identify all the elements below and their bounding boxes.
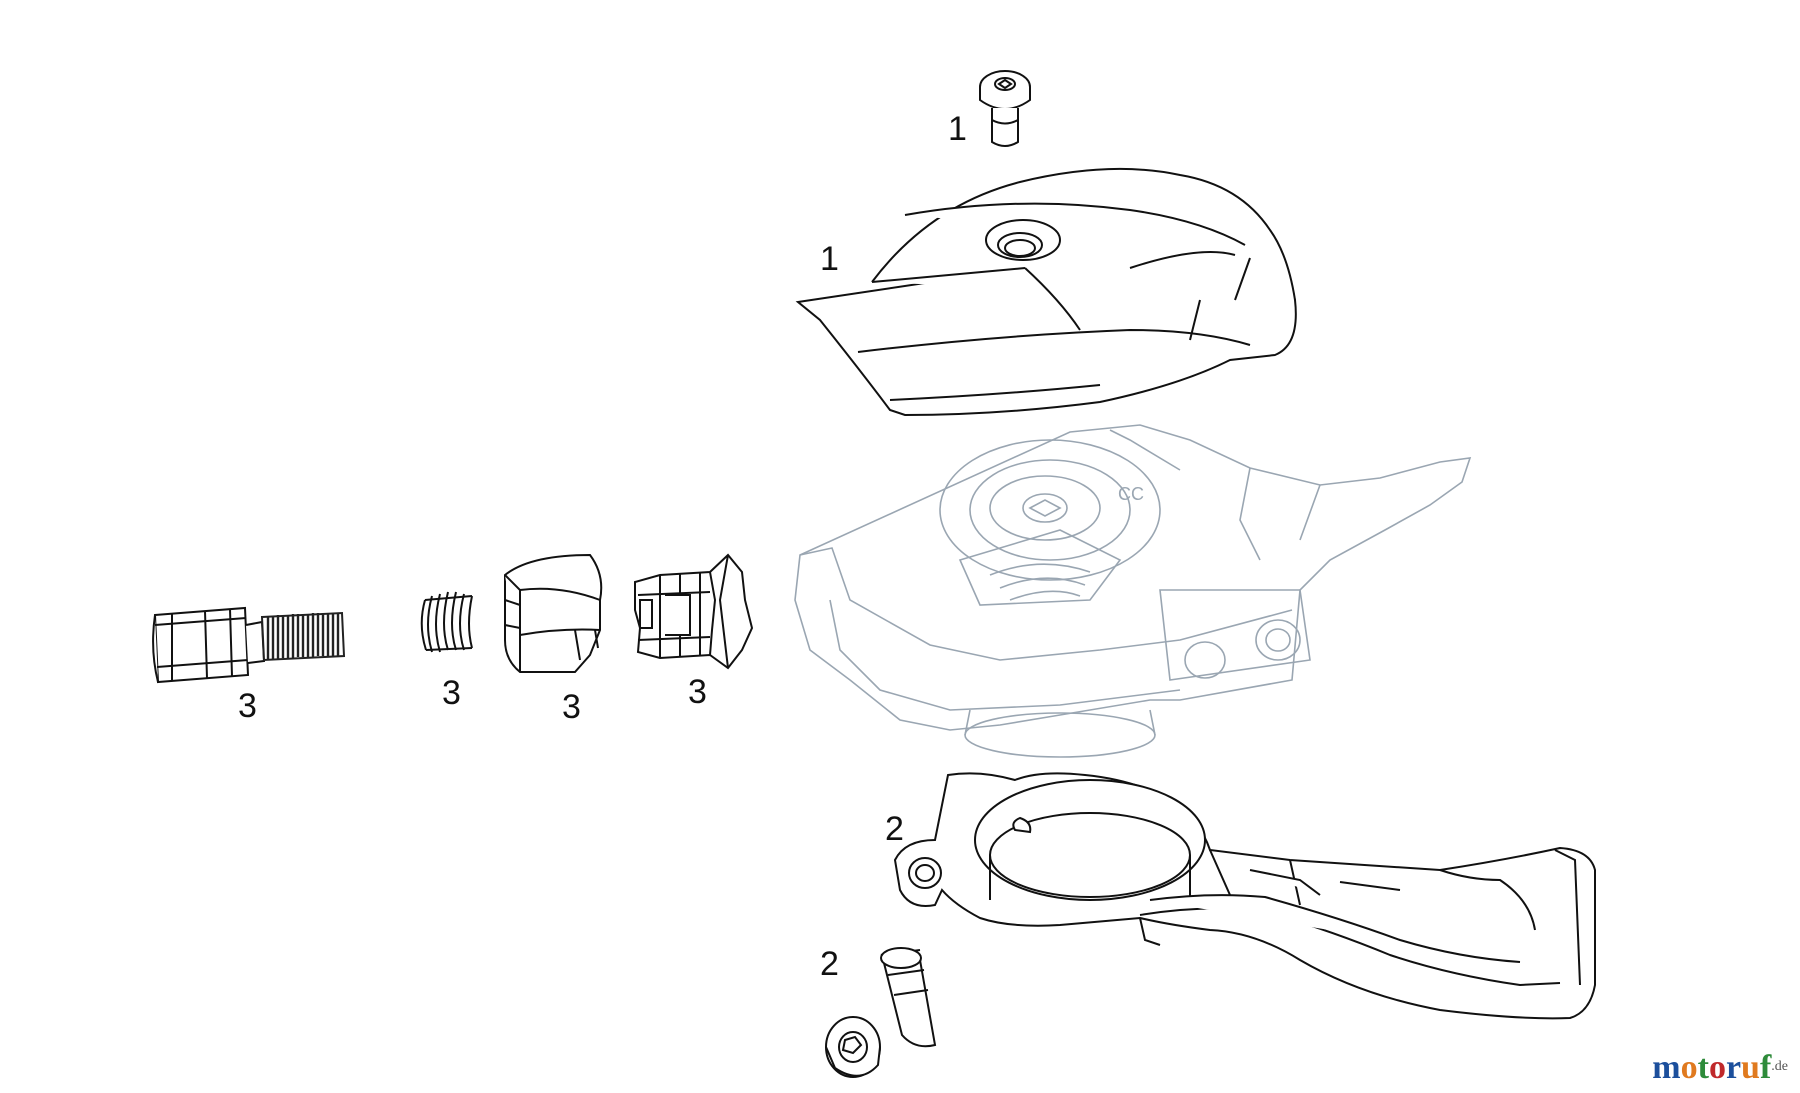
callout-2-bolt: 2: [820, 945, 839, 983]
barrel-adjuster-screw: [152, 606, 346, 684]
top-cover: [795, 167, 1297, 417]
clamp-lever: [893, 772, 1596, 1020]
callout-1-screw: 1: [948, 110, 967, 148]
svg-text:CC: CC: [1118, 484, 1144, 504]
callout-3-barrel: 3: [238, 687, 257, 725]
watermark-letter: u: [1741, 1049, 1760, 1086]
watermark-letter: t: [1697, 1049, 1709, 1086]
callout-1-cover: 1: [820, 240, 839, 278]
cover-screw: [979, 70, 1031, 147]
callout-3-cap: 3: [562, 688, 581, 726]
watermark-letter: f: [1759, 1049, 1772, 1086]
callout-3-spring: 3: [442, 674, 461, 712]
callout-labels: 1 1 2 2 3 3 3 3: [238, 110, 967, 983]
watermark-logo: motoruf.de: [1652, 1049, 1788, 1087]
thread-coils: [260, 611, 346, 662]
watermark-letter: r: [1725, 1049, 1742, 1086]
watermark-suffix: .de: [1771, 1059, 1788, 1074]
watermark-letter: o: [1680, 1049, 1698, 1086]
adjuster-housing: [634, 553, 754, 670]
watermark-letter: m: [1652, 1049, 1681, 1086]
clamp-bolt: [825, 947, 937, 1078]
watermark-letters: motoruf: [1652, 1049, 1771, 1086]
spring: [420, 591, 473, 653]
watermark-letter: o: [1708, 1049, 1726, 1086]
callout-3-housing: 3: [688, 673, 707, 711]
adjuster-cap: [504, 553, 603, 673]
shifter-body-ghost: CC: [794, 424, 1472, 758]
callout-2-clamp: 2: [885, 810, 904, 848]
